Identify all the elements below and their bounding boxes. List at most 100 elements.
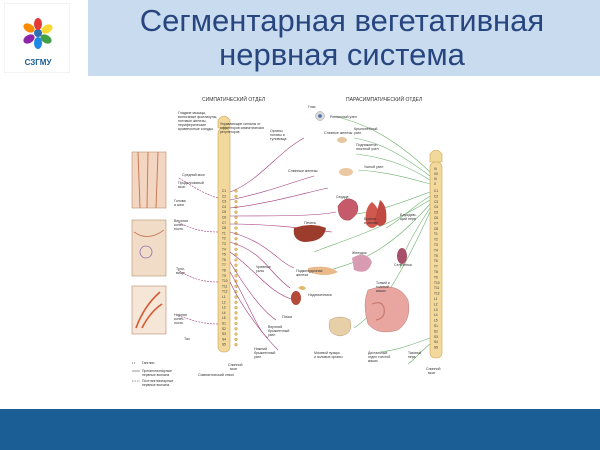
segment-labels-right: C1C2C3C4C5C6C7C8T1T2T3T4T5T6T7T8T9T10T11… xyxy=(434,167,440,350)
pelvis-label: Таз xyxy=(184,337,190,341)
adrenal-label: Надпочечники xyxy=(308,293,332,297)
segment-label-right: T9 xyxy=(434,275,438,279)
lower-mesenteric-label: Нижний брыжеечный узел xyxy=(254,347,276,359)
legend-pre-text: Преганглионарные xyxy=(142,369,172,373)
segment-label-left: T4 xyxy=(222,247,226,251)
segment-label-left: T10 xyxy=(222,279,228,283)
slide-title: Сегментарная вегетативная нервная систем… xyxy=(92,4,592,72)
sympathetic-ganglion xyxy=(234,343,238,347)
heart-icon xyxy=(337,198,359,221)
bladder-icon xyxy=(328,316,352,337)
sympathetic-ganglion xyxy=(234,263,238,267)
parasympathetic-header: ПАРАСИМПАТИЧЕСКИЙ ОТДЕЛ xyxy=(346,95,422,103)
pancreas-label: Поджелудочная железа xyxy=(296,269,323,277)
sympathetic-ganglion xyxy=(234,200,238,204)
segment-label-right: T7 xyxy=(434,265,438,269)
slide-footer xyxy=(0,409,600,450)
sympathetic-chain xyxy=(234,189,238,347)
sympathetic-ganglion xyxy=(234,194,238,198)
segment-label-left: C1 xyxy=(222,189,226,193)
segment-label-left: S2 xyxy=(222,327,226,331)
cranial-nerve-label: VII xyxy=(434,172,438,176)
segment-label-left: T3 xyxy=(222,242,226,246)
sympathetic-ganglion xyxy=(234,226,238,230)
lower-limb-label: Нижняя конеч- ность xyxy=(174,313,188,325)
segment-label-left: C8 xyxy=(222,226,226,230)
sympathetic-ganglion xyxy=(234,253,238,257)
segment-label-right: C6 xyxy=(434,216,438,220)
liver-icon xyxy=(293,225,326,242)
segment-label-right: L4 xyxy=(434,313,438,317)
segment-label-right: S4 xyxy=(434,340,438,344)
segment-label-left: T6 xyxy=(222,258,226,262)
segment-label-left: S3 xyxy=(222,332,226,336)
kidney-icon xyxy=(291,291,301,305)
sympathetic-ganglion xyxy=(234,321,238,326)
segment-label-left: T11 xyxy=(222,284,227,288)
lung-right-icon xyxy=(374,200,387,226)
legend-pre-text-2: нервные волокна xyxy=(142,373,169,377)
segment-label-left: C7 xyxy=(222,221,226,225)
skin-targets-label: Гладкие мышцы, волосяные фолликулы, пото… xyxy=(178,111,218,131)
organ-labels: Глаз Ресничный узел Слезные железы Крыло… xyxy=(198,105,442,377)
logo-text: СЗГМУ xyxy=(25,58,53,67)
sympathetic-ganglion xyxy=(234,247,238,251)
legend-post-text: Постганглионарные xyxy=(142,379,173,383)
sympathetic-ganglion xyxy=(234,327,238,331)
eye-pupil xyxy=(318,114,322,118)
spinal-cord-right-label: Спинной мозг xyxy=(426,367,442,375)
sympathetic-ganglion xyxy=(234,311,238,315)
salivary-gland-icon xyxy=(339,168,353,176)
legend-ganglia-text: Ганглии xyxy=(142,361,154,365)
kidney-label: Почки xyxy=(282,315,292,319)
segment-label-right: S1 xyxy=(434,324,438,328)
organs xyxy=(291,111,410,337)
cranial-nerve-label: III xyxy=(434,167,437,171)
pterygopalatine-label: Крылонёбный узел xyxy=(354,127,378,135)
bladder-label: Мочевой пузырь и половые органы xyxy=(314,351,343,359)
segment-label-right: C3 xyxy=(434,200,438,204)
vagus-label: Блуждаю- щий нерв xyxy=(400,213,418,221)
salivary-label: Слюнные железы xyxy=(288,169,318,173)
otic-label: Ушной узел xyxy=(364,165,383,169)
segment-label-left: S4 xyxy=(222,337,226,341)
segment-label-left: L5 xyxy=(222,316,226,320)
midbrain-label: Средний мозг xyxy=(182,173,206,177)
segment-label-left: T12 xyxy=(222,290,228,294)
legend-post-text-2: нервные волокна xyxy=(142,383,169,387)
segment-label-right: C2 xyxy=(434,194,438,198)
sympathetic-ganglion xyxy=(234,300,238,304)
upper-limb-label: Верхняя конеч- ность xyxy=(174,219,189,231)
upper-mesenteric-label: Верхний брыжеечный узел xyxy=(268,325,290,337)
flower-icon xyxy=(23,18,53,49)
submandibular-label: Поднижнече- люстной узел xyxy=(356,143,379,151)
segment-label-right: C1 xyxy=(434,189,438,193)
pelvic-nerve-label: Тазовый нерв xyxy=(408,351,422,359)
distal-colon-label: Дистальный отдел толстой кишки xyxy=(368,351,391,363)
segment-label-right: T5 xyxy=(434,254,438,258)
segment-label-left: T8 xyxy=(222,269,226,273)
segment-label-left: T9 xyxy=(222,274,226,278)
pancreas-icon xyxy=(308,266,338,275)
title-line-1: Сегментарная вегетативная xyxy=(139,3,545,38)
cranial-nerve-label: IX xyxy=(434,177,438,181)
sympathetic-fibers xyxy=(177,137,337,351)
segment-label-right: T2 xyxy=(434,238,438,242)
sympathetic-trunk-label: Симпатический ствол xyxy=(198,373,234,377)
segment-label-right: T11 xyxy=(434,286,439,290)
sympathetic-ganglion xyxy=(234,274,238,278)
heart-label: Сердце xyxy=(336,195,349,199)
segment-label-left: T2 xyxy=(222,237,226,241)
sympathetic-ganglion xyxy=(234,332,238,336)
sympathetic-ganglion xyxy=(234,237,238,241)
segment-label-right: S3 xyxy=(434,335,438,339)
spinal-cord-left-label: Спинной мозг xyxy=(228,363,244,371)
skin-illustration-panel xyxy=(131,151,167,335)
segment-label-right: C8 xyxy=(434,227,438,231)
sympathetic-ganglion xyxy=(234,284,238,288)
sympathetic-ganglion xyxy=(234,210,238,214)
medulla-label: Продолговатый мозг xyxy=(178,181,205,189)
segment-label-left: S5 xyxy=(222,343,226,347)
spinal-cord-left xyxy=(217,115,231,353)
segment-label-left: C3 xyxy=(222,200,226,204)
